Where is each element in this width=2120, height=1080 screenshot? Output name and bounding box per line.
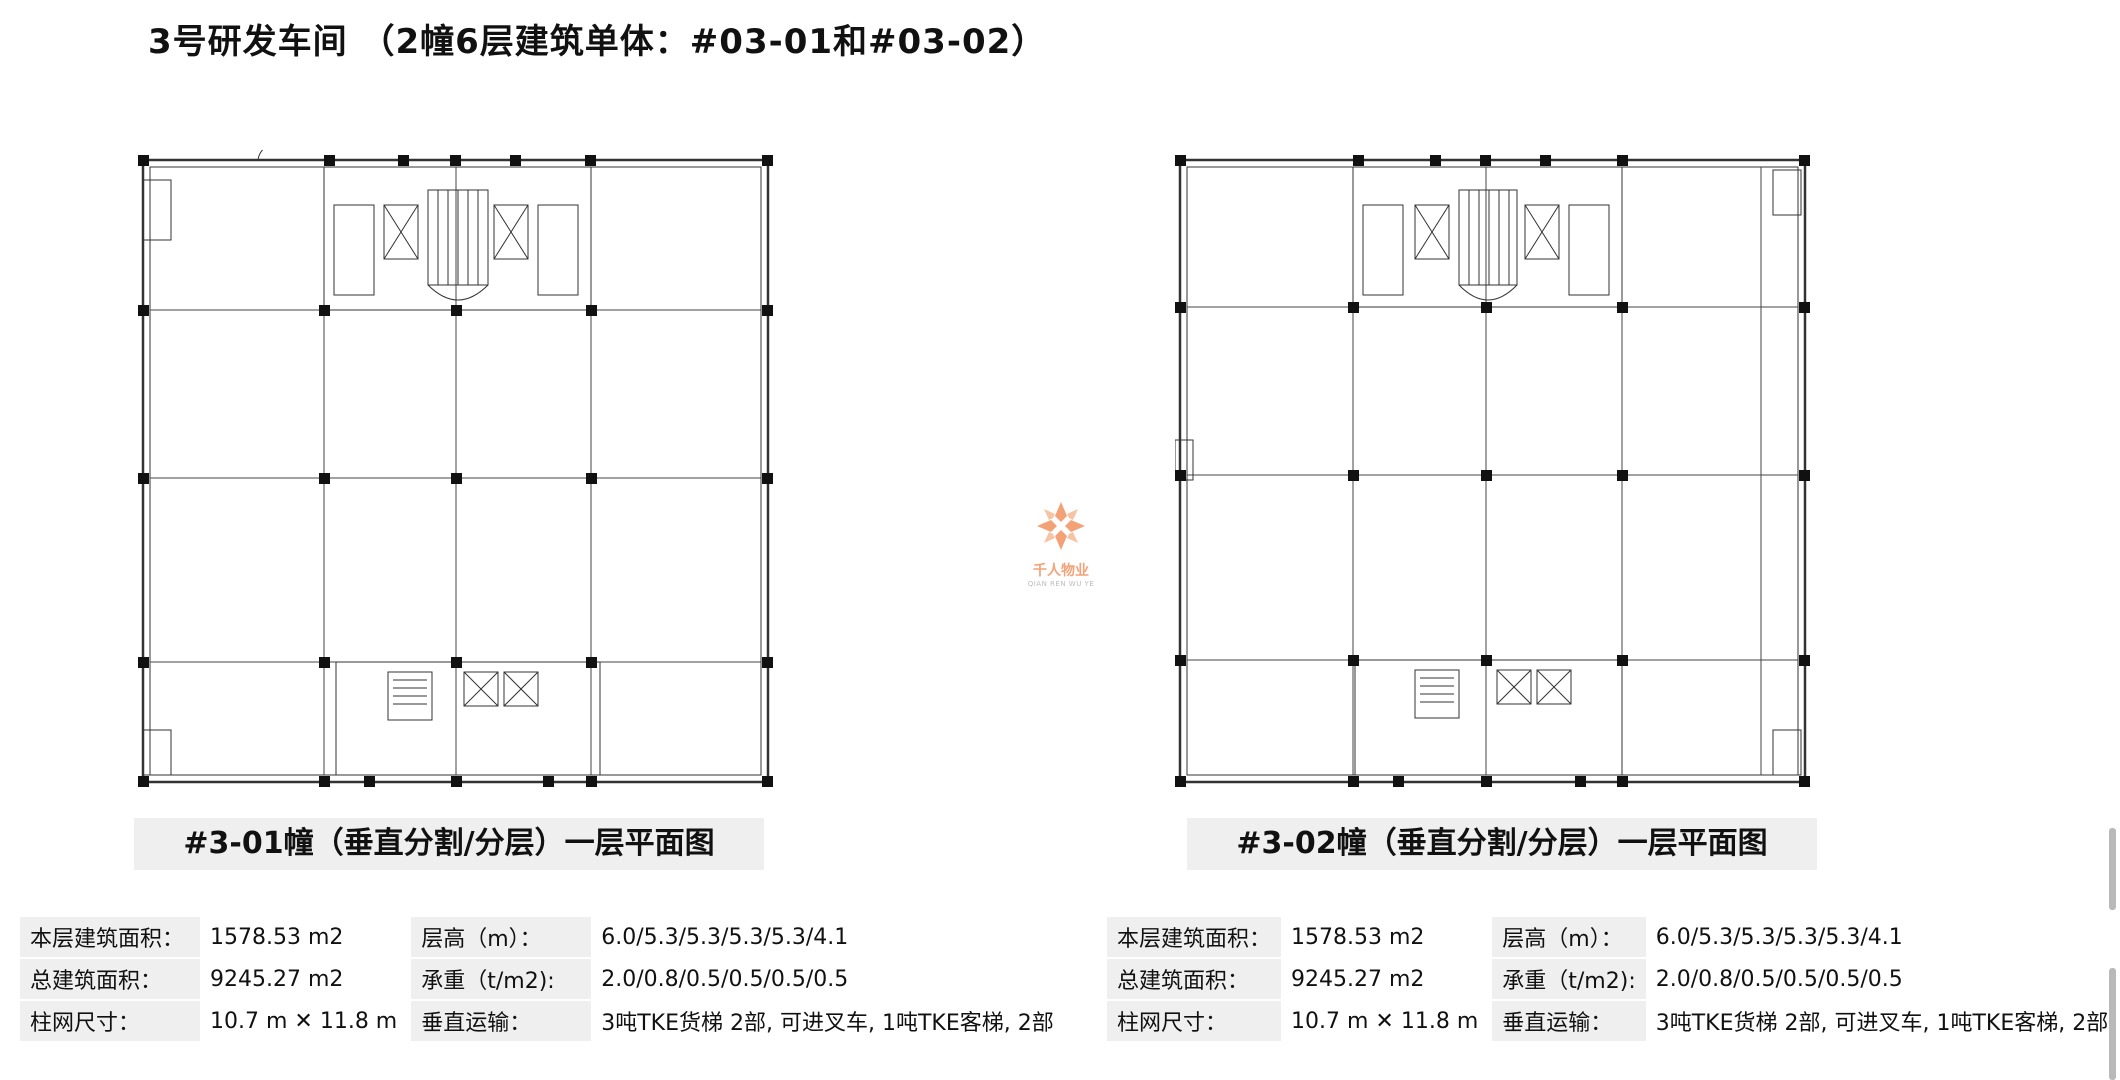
stat-value: 1578.53 m2	[1291, 924, 1425, 950]
stats-row: 总建筑面积： 9245.27 m2 承重（t/m2): 2.0/0.8/0.5/…	[20, 959, 1068, 999]
stat-label: 垂直运输：	[411, 1001, 592, 1041]
stat-value: 3吨TKE货梯 2部, 可进叉车, 1吨TKE客梯, 2部	[1655, 1011, 2109, 1036]
floor-plan-3-02	[1175, 155, 1810, 787]
stat-value: 6.0/5.3/5.3/5.3/5.3/4.1	[601, 924, 849, 950]
stat-label: 层高（m）：	[1492, 917, 1646, 957]
plan-caption-3-02: #3-02幢（垂直分割/分层）一层平面图	[1187, 818, 1817, 870]
stat-label: 承重（t/m2):	[1492, 959, 1646, 999]
stat-value: 10.7 m ✕ 11.8 m	[1291, 1008, 1479, 1034]
stats-table-3-02: 本层建筑面积： 1578.53 m2 层高（m）： 6.0/5.3/5.3/5.…	[1107, 915, 2120, 1043]
stats-row: 柱网尺寸： 10.7 m ✕ 11.8 m 垂直运输： 3吨TKE货梯 2部, …	[1107, 1001, 2120, 1041]
watermark-subtitle: QIAN REN WU YE	[1027, 580, 1095, 588]
scrollbar-thumb[interactable]	[2109, 828, 2116, 910]
stats-row: 总建筑面积： 9245.27 m2 承重（t/m2): 2.0/0.8/0.5/…	[1107, 959, 2120, 999]
stat-label: 本层建筑面积：	[20, 917, 200, 957]
plan-caption-3-01: #3-01幢（垂直分割/分层）一层平面图	[134, 818, 764, 870]
watermark: 千人物业 QIAN REN WU YE	[1026, 498, 1096, 588]
stat-label: 柱网尺寸：	[1107, 1001, 1282, 1041]
stat-value: 10.7 m ✕ 11.8 m	[210, 1008, 398, 1034]
stat-value: 2.0/0.8/0.5/0.5/0.5/0.5	[1655, 966, 1903, 992]
stat-value: 9245.27 m2	[1291, 966, 1425, 992]
stat-label: 承重（t/m2):	[411, 959, 592, 999]
stat-value: 3吨TKE货梯 2部, 可进叉车, 1吨TKE客梯, 2部	[601, 1011, 1054, 1036]
watermark-name: 千人物业	[1033, 563, 1089, 579]
stat-label: 本层建筑面积：	[1107, 917, 1282, 957]
stat-label: 垂直运输：	[1492, 1001, 1646, 1041]
stat-value: 6.0/5.3/5.3/5.3/5.3/4.1	[1655, 924, 1903, 950]
stats-row: 柱网尺寸： 10.7 m ✕ 11.8 m 垂直运输： 3吨TKE货梯 2部, …	[20, 1001, 1068, 1041]
page-title: 3号研发车间 （2幢6层建筑单体：#03-01和#03-02）	[148, 22, 1047, 62]
floor-plan-3-01	[138, 150, 773, 787]
stats-table-3-01: 本层建筑面积： 1578.53 m2 层高（m）： 6.0/5.3/5.3/5.…	[20, 915, 1068, 1043]
stats-row: 本层建筑面积： 1578.53 m2 层高（m）： 6.0/5.3/5.3/5.…	[1107, 917, 2120, 957]
stat-value: 9245.27 m2	[210, 966, 344, 992]
stats-row: 本层建筑面积： 1578.53 m2 层高（m）： 6.0/5.3/5.3/5.…	[20, 917, 1068, 957]
scrollbar-thumb[interactable]	[2109, 968, 2116, 1080]
stat-label: 总建筑面积：	[1107, 959, 1282, 999]
stat-label: 总建筑面积：	[20, 959, 200, 999]
stat-value: 2.0/0.8/0.5/0.5/0.5/0.5	[601, 966, 849, 992]
flower-logo-icon	[1037, 502, 1085, 550]
stat-label: 层高（m）：	[411, 917, 592, 957]
stat-value: 1578.53 m2	[210, 924, 344, 950]
stat-label: 柱网尺寸：	[20, 1001, 200, 1041]
